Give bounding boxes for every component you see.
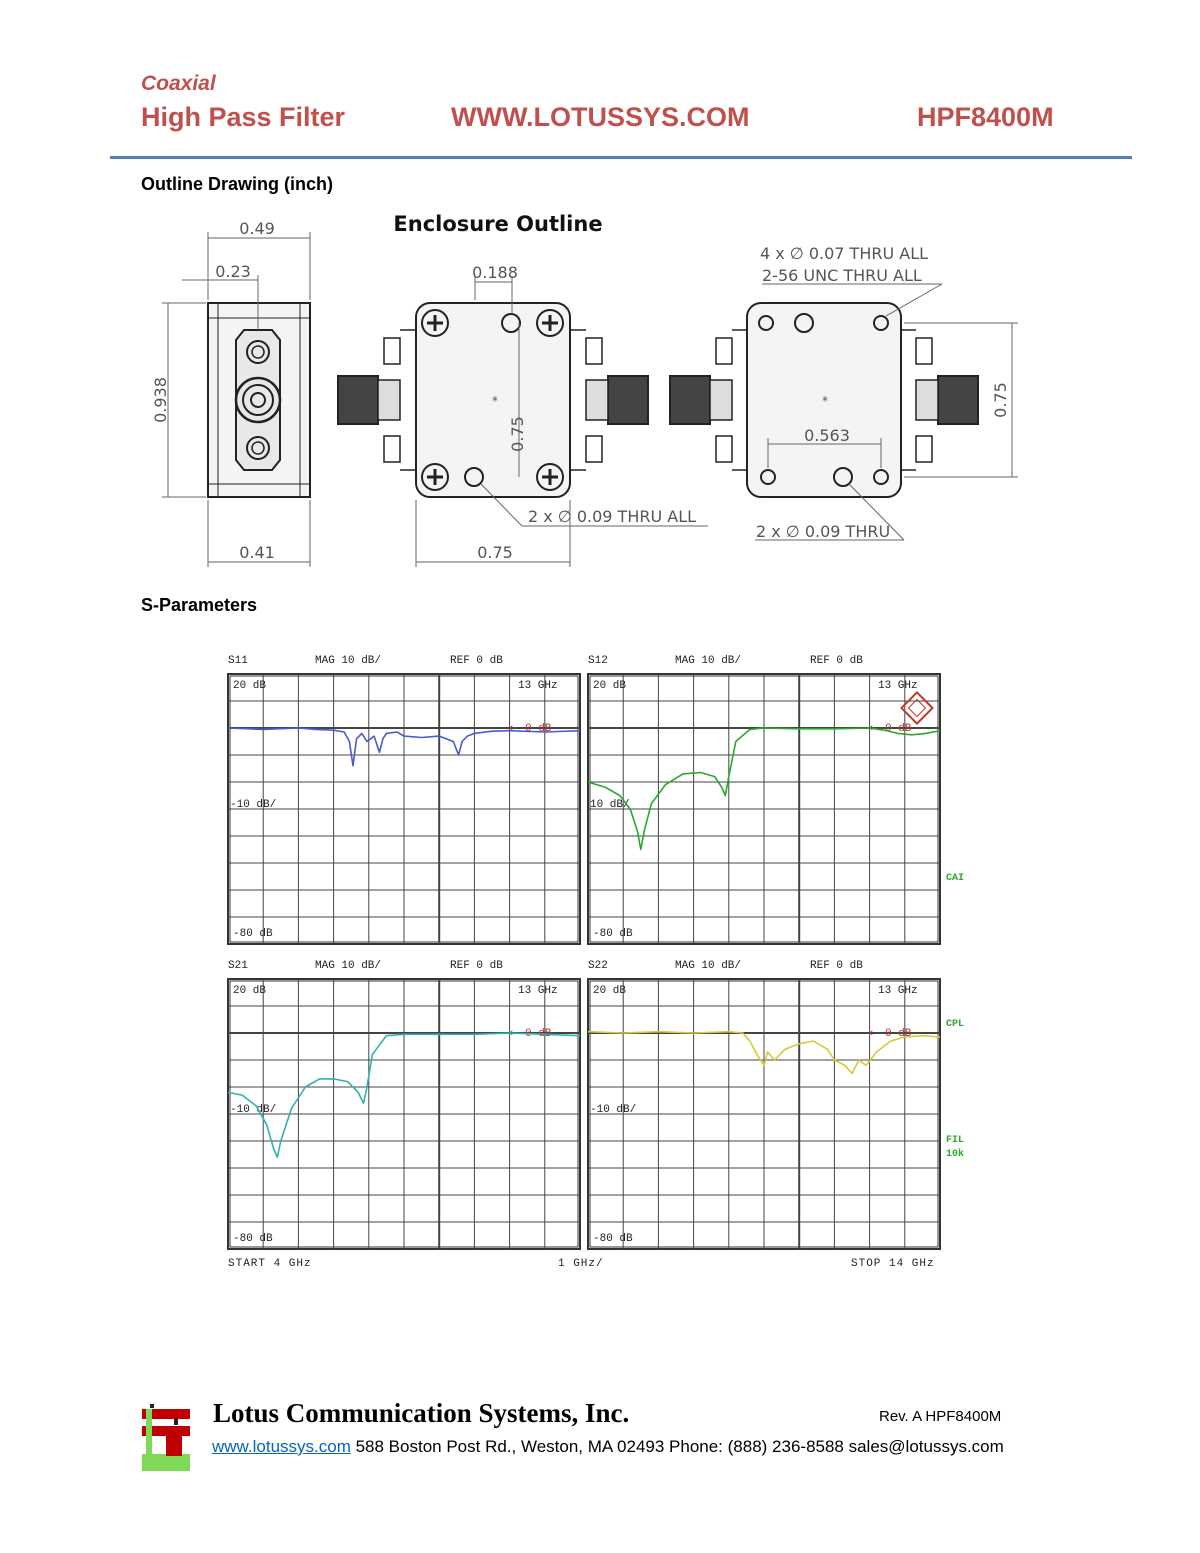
side-view (207, 302, 311, 498)
chart-ref-label: REF 0 dB (810, 655, 863, 667)
chart-scale-label: MAG 10 dB/ (675, 655, 741, 667)
chart-mid-label: -10 dB/ (230, 1104, 276, 1116)
side-label-10k: 10k (946, 1148, 964, 1160)
side-label-fil: FIL (946, 1135, 964, 1146)
sweep-perdiv-label: 1 GHz/ (558, 1258, 604, 1270)
trace-s22 (587, 1030, 941, 1075)
side-label-cpl: CPL (946, 1019, 964, 1030)
drawing-title: Enclosure Outline (393, 212, 602, 236)
dim-0938: 0.938 (151, 377, 170, 423)
sweep-stop-label: STOP 14 GHz (851, 1258, 935, 1270)
contact-line: www.lotussys.com 588 Boston Post Rd., We… (212, 1437, 1004, 1457)
chart-param-label: S12 (588, 655, 608, 667)
center-mark-back: * (822, 394, 828, 408)
website-link[interactable]: www.lotussys.com (212, 1437, 351, 1456)
chart-top-label: 20 dB (593, 985, 626, 997)
holes-front-note: 2 x ∅ 0.09 THRU ALL (528, 507, 696, 526)
chart-top-label: 20 dB (233, 985, 266, 997)
dim-041: 0.41 (239, 543, 275, 562)
chart-ref-marker: 0 dB (525, 723, 552, 735)
holes-top-note-1: 4 x ∅ 0.07 THRU ALL (760, 244, 928, 263)
chart-freq-marker: 13 GHz (878, 985, 918, 997)
chart-freq-marker: 13 GHz (878, 680, 918, 692)
dim-075-bottom: 0.75 (477, 543, 513, 562)
chart-bottom-label: -80 dB (233, 1233, 273, 1245)
chart-bottom-label: -80 dB (233, 928, 273, 940)
contact-details: 588 Boston Post Rd., Weston, MA 02493 Ph… (350, 1437, 1004, 1456)
sweep-start-label: START 4 GHz (228, 1258, 312, 1270)
chart-ref-marker-arrow: ‹ (868, 1028, 875, 1040)
trace-s12 (587, 727, 941, 851)
chart-ref-label: REF 0 dB (450, 655, 503, 667)
chart-top-label: 20 dB (593, 680, 626, 692)
dim-0188: 0.188 (472, 263, 518, 282)
chart-ref-label: REF 0 dB (450, 960, 503, 972)
chart-mid-label: 10 dB/ (590, 799, 630, 811)
chart-mid-label: -10 dB/ (230, 799, 276, 811)
enclosure-outline-drawing: Enclosure Outline 0.49 0.23 0.938 0.41 (151, 212, 1018, 567)
outline-section-title: Outline Drawing (inch) (141, 174, 333, 194)
chart-ref-label: REF 0 dB (810, 960, 863, 972)
chart-bottom-label: -80 dB (593, 1233, 633, 1245)
chart-scale-label: MAG 10 dB/ (675, 960, 741, 972)
dim-023: 0.23 (215, 262, 251, 281)
holes-top-note-2: 2-56 UNC THRU ALL (762, 266, 922, 285)
chart-ref-marker-arrow: ‹ (508, 1028, 515, 1040)
lotus-logo-icon (140, 1404, 192, 1474)
chart-param-label: S11 (228, 655, 248, 667)
trace-s11 (227, 727, 581, 767)
trace-s21 (227, 1032, 581, 1158)
chart-param-label: S21 (228, 960, 248, 972)
holes-back-note: 2 x ∅ 0.09 THRU (756, 522, 890, 541)
website-title: WWW.LOTUSSYS.COM (451, 102, 750, 132)
part-number-title: HPF8400M (917, 102, 1054, 132)
chart-mid-label: -10 dB/ (590, 1104, 636, 1116)
chart-top-label: 20 dB (233, 680, 266, 692)
chart-scale-label: MAG 10 dB/ (315, 960, 381, 972)
product-type-title: High Pass Filter (141, 102, 346, 132)
dim-075-middle: 0.75 (508, 416, 527, 452)
category-label: Coaxial (141, 72, 216, 95)
back-view (669, 302, 979, 498)
header-divider (110, 156, 1132, 159)
dim-0563: 0.563 (804, 426, 850, 445)
chart-freq-marker: 13 GHz (518, 680, 558, 692)
center-mark: * (492, 394, 498, 408)
chart-bottom-label: -80 dB (593, 928, 633, 940)
front-view (337, 302, 649, 498)
dim-075-right: 0.75 (991, 382, 1010, 418)
dim-049: 0.49 (239, 219, 275, 238)
company-name: Lotus Communication Systems, Inc. (213, 1398, 630, 1428)
sparams-section-title: S-Parameters (141, 595, 258, 615)
revision-label: Rev. A HPF8400M (879, 1408, 1002, 1425)
chart-ref-marker-arrow: ‹ (508, 723, 515, 735)
chart-scale-label: MAG 10 dB/ (315, 655, 381, 667)
side-label-cai: CAI (946, 873, 964, 884)
rs-logo-icon (900, 691, 934, 725)
chart-freq-marker: 13 GHz (518, 985, 558, 997)
chart-param-label: S22 (588, 960, 608, 972)
